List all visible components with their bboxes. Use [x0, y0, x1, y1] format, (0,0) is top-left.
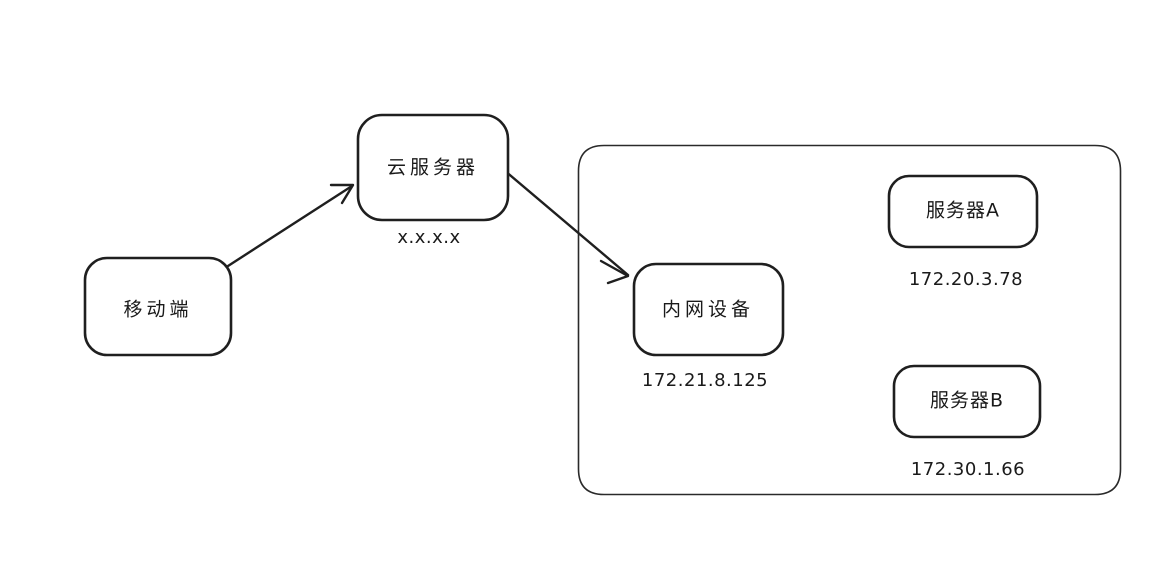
node-cloud-server-ip: x.x.x.x	[397, 227, 460, 248]
intranet-group-outline	[577, 144, 1122, 496]
node-mobile-client-box[interactable]	[83, 256, 233, 357]
node-server-a-box[interactable]	[887, 174, 1039, 249]
node-intranet-device[interactable]: 内网设备 172.21.8.125	[632, 262, 785, 391]
node-server-a-ip: 172.20.3.78	[909, 269, 1023, 290]
node-mobile-client-label: 移动端	[123, 299, 192, 321]
edge-mobile-to-cloud	[226, 183, 355, 268]
node-cloud-server[interactable]: 云服务器 x.x.x.x	[356, 113, 510, 248]
node-cloud-server-label: 云服务器	[387, 157, 479, 179]
node-server-a[interactable]: 服务器A 172.20.3.78	[887, 174, 1039, 290]
edge-cloud-to-intranet-line	[502, 168, 630, 277]
node-server-a-label: 服务器A	[926, 200, 1000, 222]
node-server-b[interactable]: 服务器B 172.30.1.66	[892, 364, 1042, 480]
node-server-b-label: 服务器B	[930, 390, 1004, 412]
node-server-b-ip: 172.30.1.66	[911, 459, 1025, 480]
edge-mobile-to-cloud-line	[226, 184, 354, 268]
node-mobile-client[interactable]: 移动端	[83, 256, 233, 357]
node-intranet-device-label: 内网设备	[662, 299, 754, 321]
edge-cloud-to-intranet	[502, 168, 630, 285]
node-intranet-device-box[interactable]	[632, 262, 785, 357]
edge-cloud-to-intranet-arrowhead	[599, 259, 630, 285]
edge-mobile-to-cloud-arrowhead	[329, 183, 355, 205]
node-intranet-device-ip: 172.21.8.125	[642, 370, 768, 391]
node-cloud-server-box[interactable]	[356, 113, 510, 222]
intranet-group-container	[577, 144, 1122, 496]
node-server-b-box[interactable]	[892, 364, 1042, 439]
